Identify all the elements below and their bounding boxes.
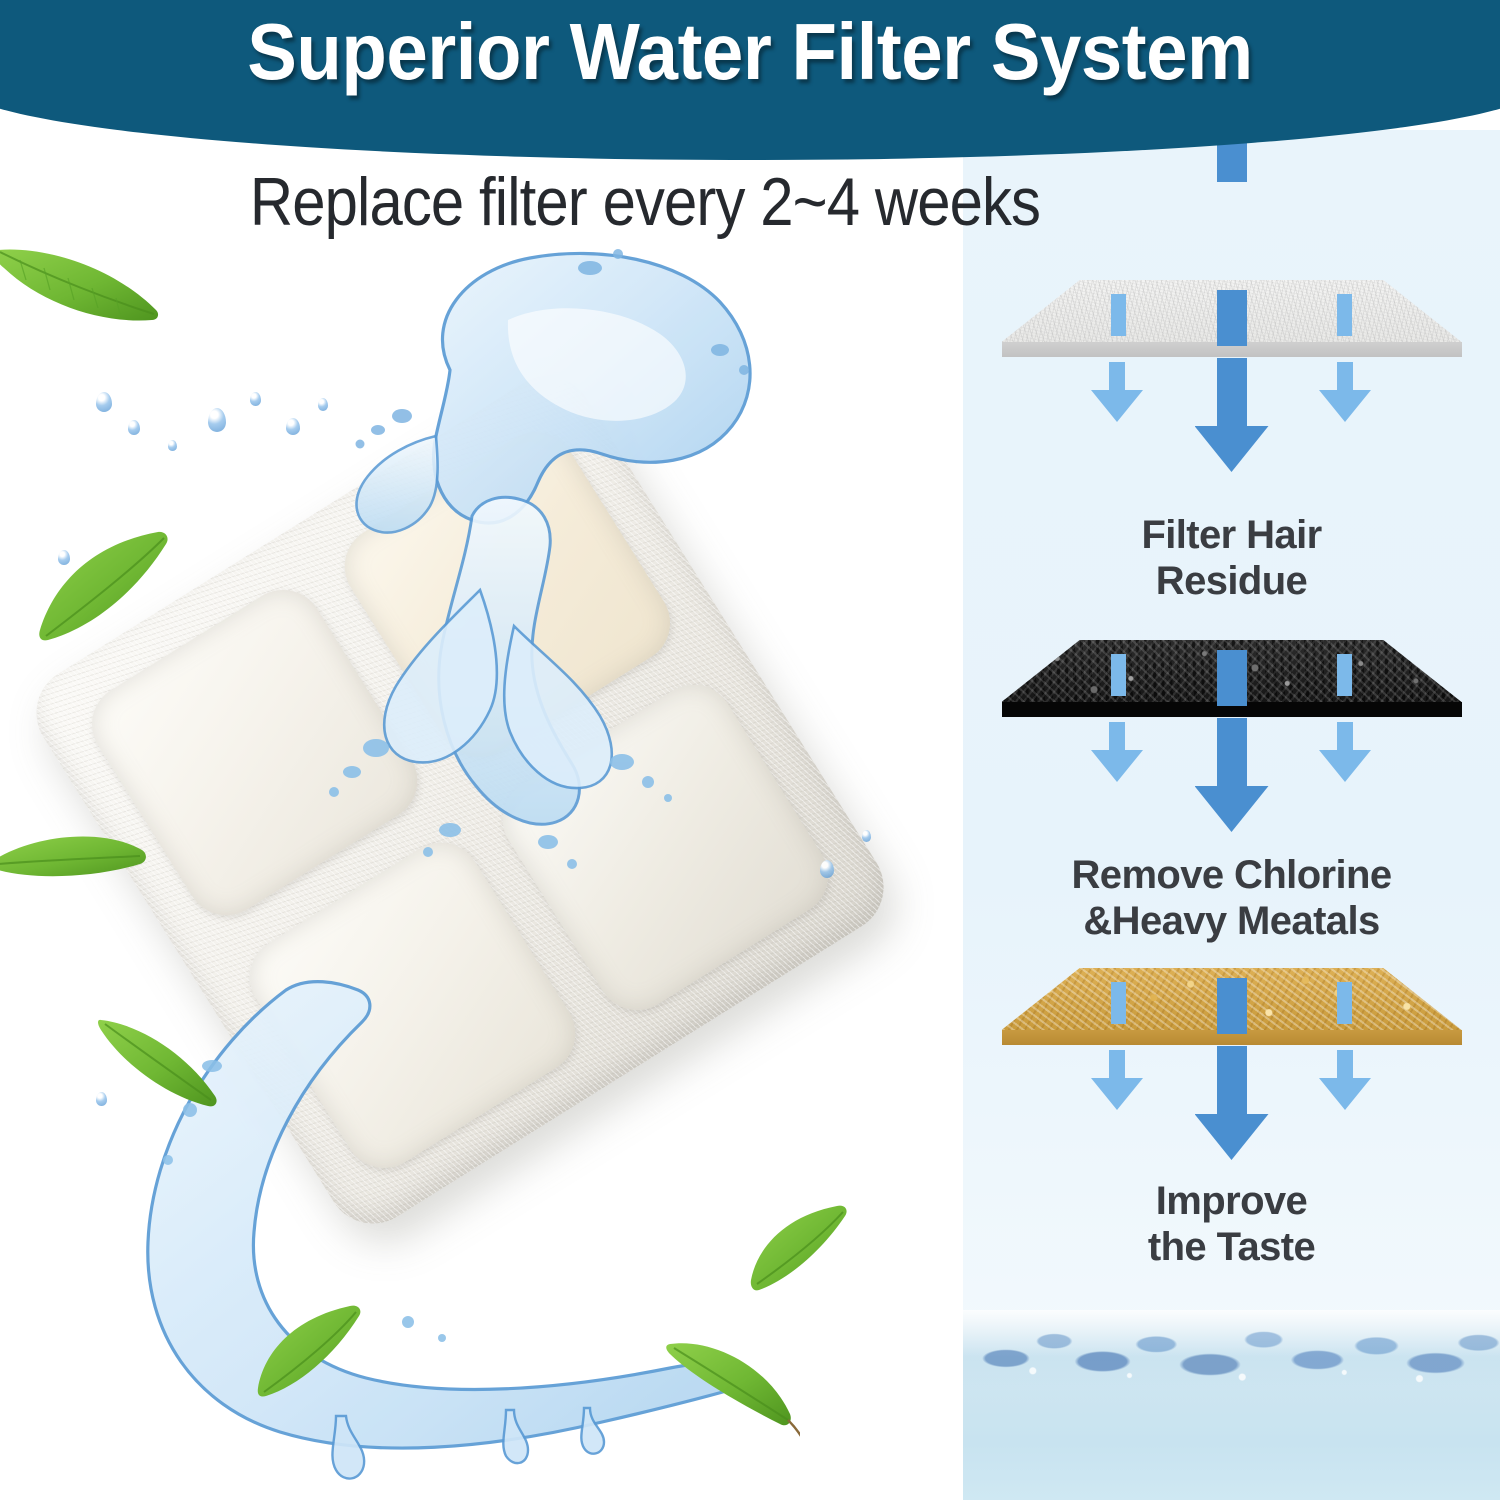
flow-column-segment <box>1216 718 1247 790</box>
leaf-right-lower <box>666 1343 800 1437</box>
filtration-stage-stack: Filter Hair Residue Rem <box>963 130 1500 1500</box>
arrow-shaft <box>1109 1050 1125 1080</box>
flow-main-arrow <box>1194 1114 1269 1160</box>
product-showcase-panel <box>0 130 963 1500</box>
flow-arrow-right <box>1319 1050 1371 1110</box>
stage-label-line-2: the Taste <box>1147 1225 1316 1270</box>
flow-tick-left <box>1111 654 1126 696</box>
stage-label-line-1: Remove Chlorine <box>1071 853 1393 897</box>
flow-tick-right <box>1337 654 1352 696</box>
leaf-left-mid <box>39 531 168 641</box>
water-droplet <box>208 408 226 432</box>
water-droplet <box>58 550 70 565</box>
stage-label-remove-chlorine: Remove Chlorine &Heavy Meatals <box>963 852 1500 945</box>
flow-main-arrow <box>1194 426 1269 472</box>
stage-label-line-1: Improve <box>1155 1179 1308 1223</box>
flow-column-segment <box>1216 290 1247 346</box>
filtration-stages-panel: Filter Hair Residue Rem <box>963 130 1500 1500</box>
water-droplet <box>250 392 261 406</box>
flow-column-segment <box>1216 1046 1247 1118</box>
arrow-head <box>1091 1078 1143 1110</box>
flow-main-arrow <box>1194 786 1269 832</box>
arrow-shaft <box>1109 722 1125 752</box>
flow-arrow-left <box>1091 1050 1143 1110</box>
water-droplet <box>168 440 177 451</box>
stage-label-line-2: Residue <box>1155 559 1308 604</box>
resin-layer-edge <box>1001 1030 1462 1045</box>
stage-label-line-1: Filter Hair <box>1141 513 1322 557</box>
water-droplet <box>820 860 834 878</box>
flow-arrow-left <box>1091 362 1143 422</box>
water-droplet <box>96 392 112 412</box>
arrow-head <box>1319 1078 1371 1110</box>
water-droplet <box>318 398 328 411</box>
flow-tick-left <box>1111 982 1126 1024</box>
water-droplet <box>286 418 300 435</box>
arrow-head <box>1091 750 1143 782</box>
arrow-shaft <box>1337 1050 1353 1080</box>
arrow-head <box>1319 750 1371 782</box>
arrow-shaft <box>1337 362 1353 392</box>
carbon-layer-edge <box>1001 702 1462 717</box>
flow-arrow-right <box>1319 362 1371 422</box>
flow-column-segment <box>1216 358 1247 430</box>
header-banner: Superior Water Filter System <box>0 0 1500 160</box>
flow-column-segment <box>1216 650 1247 706</box>
stage-label-improve-taste: Improve the Taste <box>963 1178 1500 1271</box>
flow-column-segment <box>1216 978 1247 1034</box>
leaf-center-bottom <box>257 1305 361 1397</box>
clean-water-surface <box>963 1310 1500 1500</box>
cotton-layer-edge <box>1001 342 1462 357</box>
flow-tick-left <box>1111 294 1126 336</box>
replacement-interval-subtitle: Replace filter every 2~4 weeks <box>249 164 1041 240</box>
stage-label-filter-hair-residue: Filter Hair Residue <box>963 512 1500 605</box>
flow-tick-right <box>1337 294 1352 336</box>
arrow-head <box>1091 390 1143 422</box>
leaf-right-mid <box>750 1205 847 1291</box>
flow-tick-right <box>1337 982 1352 1024</box>
stage-label-line-2: &Heavy Meatals <box>1083 899 1380 944</box>
leaf-top-left <box>0 249 159 321</box>
arrow-shaft <box>1109 362 1125 392</box>
flow-arrow-left <box>1091 722 1143 782</box>
flow-arrow-right <box>1319 722 1371 782</box>
page-title: Superior Water Filter System <box>247 7 1253 96</box>
water-droplet <box>128 420 140 435</box>
water-droplet <box>96 1092 107 1106</box>
arrow-shaft <box>1337 722 1353 752</box>
leaf-left-lower <box>0 836 146 877</box>
water-droplet <box>862 830 871 842</box>
arrow-head <box>1319 390 1371 422</box>
leaf-bottom-left <box>98 1019 217 1107</box>
water-surface-bubbles <box>963 1310 1500 1388</box>
